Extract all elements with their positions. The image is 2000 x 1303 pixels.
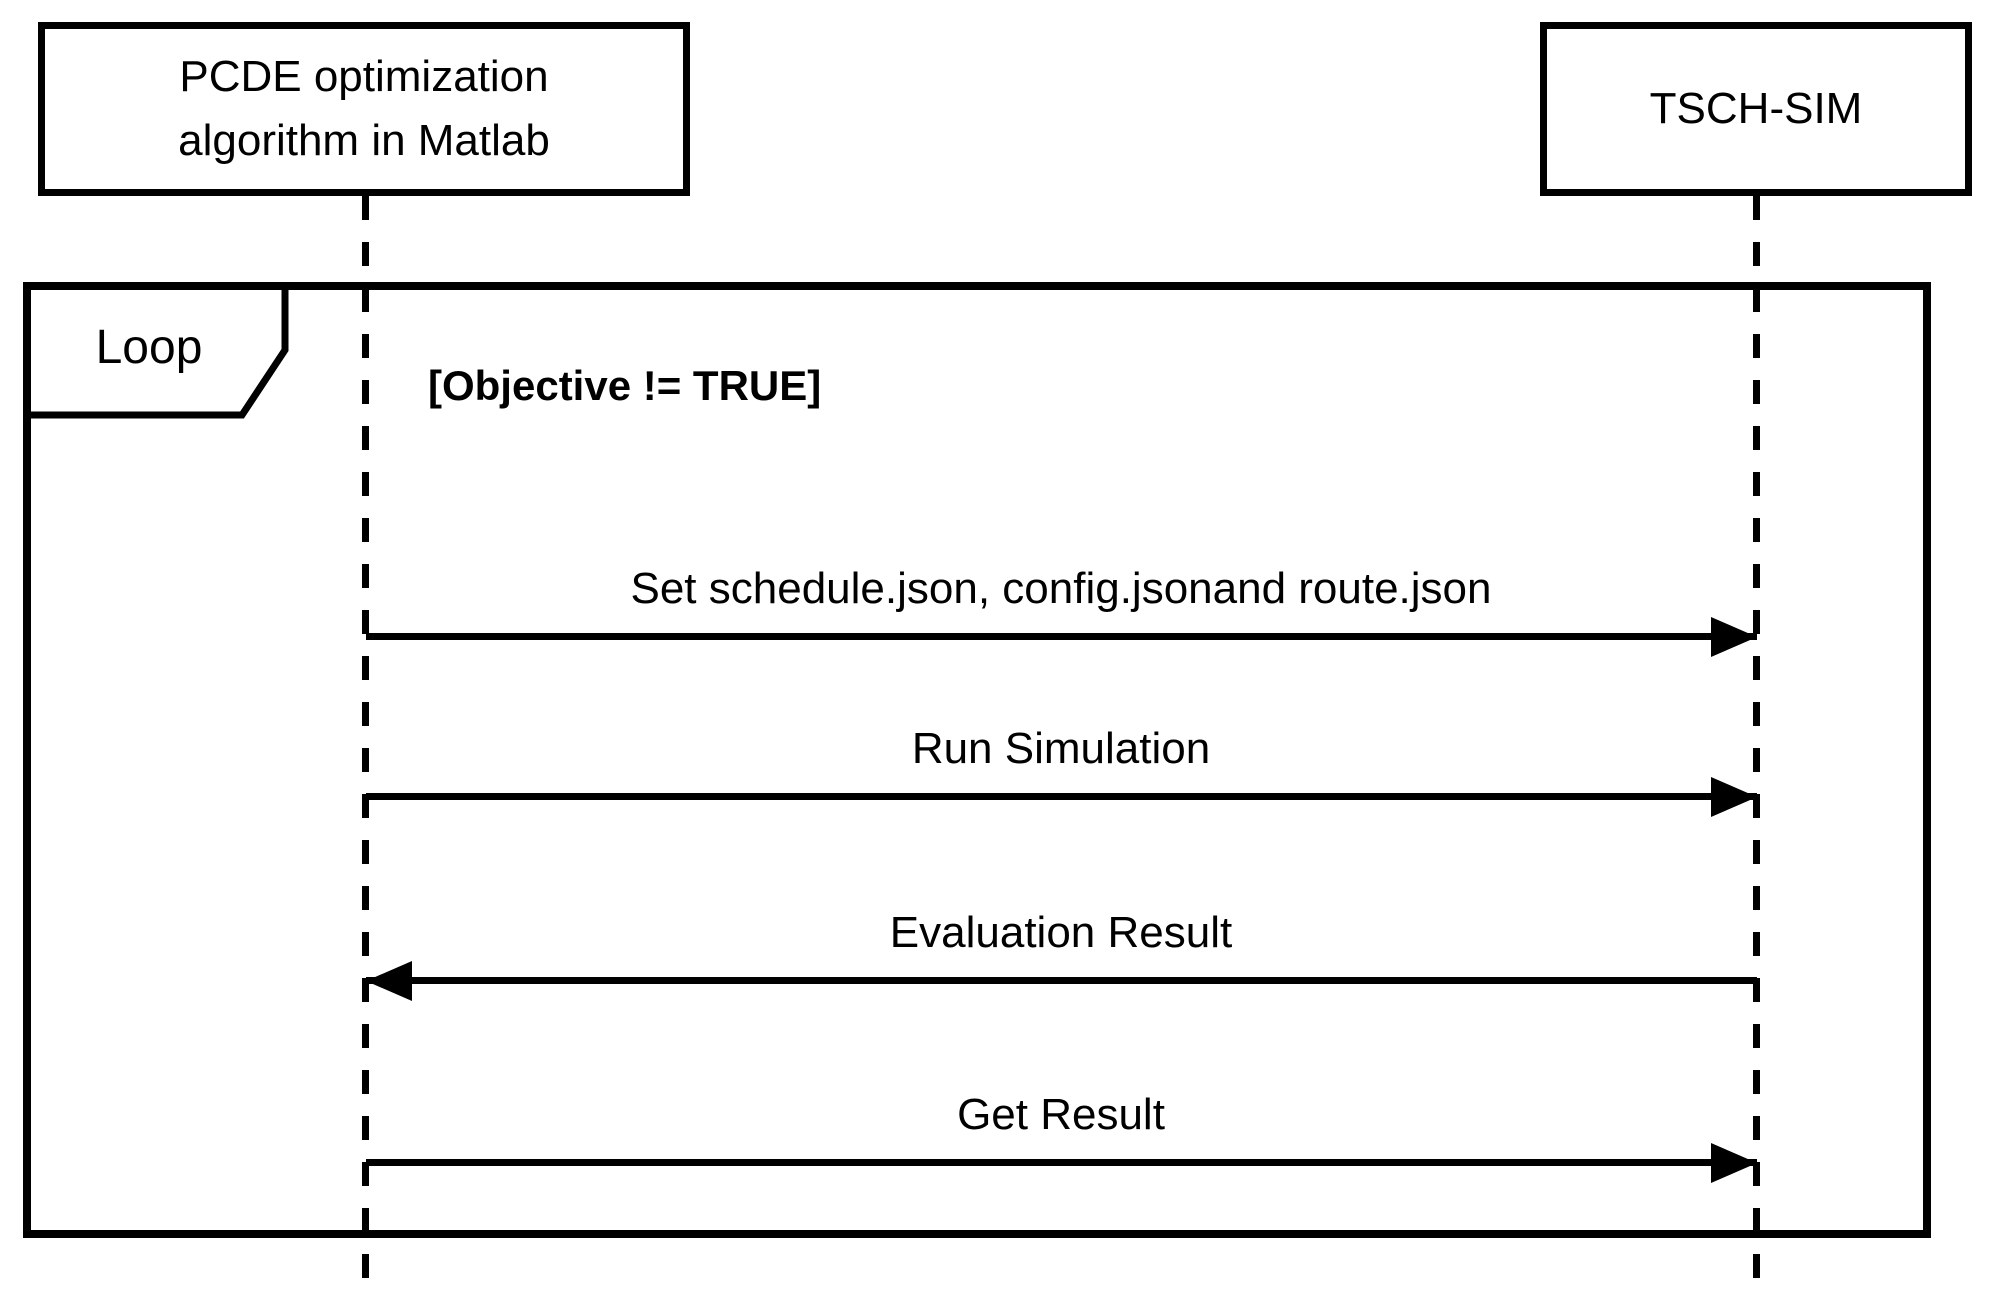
actor-box-pcde: PCDE optimization algorithm in Matlab bbox=[38, 22, 690, 196]
lifeline-tsch-sim bbox=[1753, 196, 1760, 1284]
message-4-arrowhead-right-icon bbox=[1711, 1143, 1757, 1183]
message-3-label: Evaluation Result bbox=[889, 908, 1233, 957]
message-4-line bbox=[366, 1159, 1757, 1166]
loop-operator-tab bbox=[23, 282, 289, 419]
actor-box-tsch-sim: TSCH-SIM bbox=[1540, 22, 1972, 196]
message-2-line bbox=[366, 793, 1757, 800]
lifeline-pcde bbox=[362, 196, 369, 1284]
loop-operator-label: Loop bbox=[95, 320, 203, 374]
message-1-line bbox=[366, 633, 1757, 640]
message-1-arrowhead-right-icon bbox=[1711, 617, 1757, 657]
message-2-arrowhead-right-icon bbox=[1711, 777, 1757, 817]
loop-fragment-frame bbox=[23, 282, 1931, 1238]
actor-label-pcde: PCDE optimization algorithm in Matlab bbox=[178, 52, 550, 165]
message-1-label: Set schedule.json, config.jsonand route.… bbox=[630, 564, 1492, 613]
message-3-line bbox=[366, 977, 1757, 984]
actor-label-tsch-sim: TSCH-SIM bbox=[1649, 84, 1863, 133]
message-4-label: Get Result bbox=[957, 1090, 1165, 1139]
loop-guard-label: [Objective != TRUE] bbox=[428, 362, 822, 409]
message-2-label: Run Simulation bbox=[911, 724, 1211, 773]
message-3-arrowhead-left-icon bbox=[366, 961, 412, 1001]
